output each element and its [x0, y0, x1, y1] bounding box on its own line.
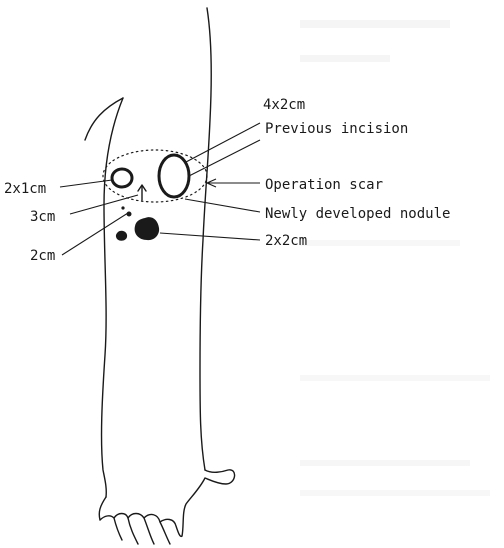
- shoulder-curve: [85, 98, 123, 140]
- label-2x2cm: 2x2cm: [265, 233, 307, 249]
- distance-arrow: [138, 185, 146, 200]
- label-2x1cm: 2x1cm: [4, 181, 46, 197]
- arm-outline: [85, 8, 235, 544]
- label-operation-scar: Operation scar: [265, 177, 383, 193]
- leader-lines: [60, 123, 260, 255]
- hand-outline: [99, 470, 234, 536]
- leader-2x2: [160, 233, 260, 240]
- label-3cm: 3cm: [30, 209, 55, 225]
- arm-right-edge: [200, 8, 211, 470]
- arm-left-edge: [102, 98, 123, 497]
- operation-scar-outline: [103, 150, 207, 202]
- leader-4x2: [186, 123, 260, 162]
- leader-newly-developed-nodule: [185, 199, 260, 212]
- nodule: [135, 217, 159, 240]
- show-through-background: [300, 20, 490, 496]
- label-newly-developed-nodule: Newly developed nodule: [265, 206, 450, 222]
- leader-previous-incision: [189, 140, 260, 176]
- label-4x2cm: 4x2cm: [263, 97, 305, 113]
- satellite-dot-2: [121, 206, 124, 209]
- label-2cm: 2cm: [30, 248, 55, 264]
- small-incision-ellipse: [112, 169, 132, 187]
- nodule-fragment: [116, 231, 127, 241]
- finger-1: [100, 516, 122, 540]
- label-previous-incision: Previous incision: [265, 121, 408, 137]
- large-incision-ellipse: [159, 155, 189, 197]
